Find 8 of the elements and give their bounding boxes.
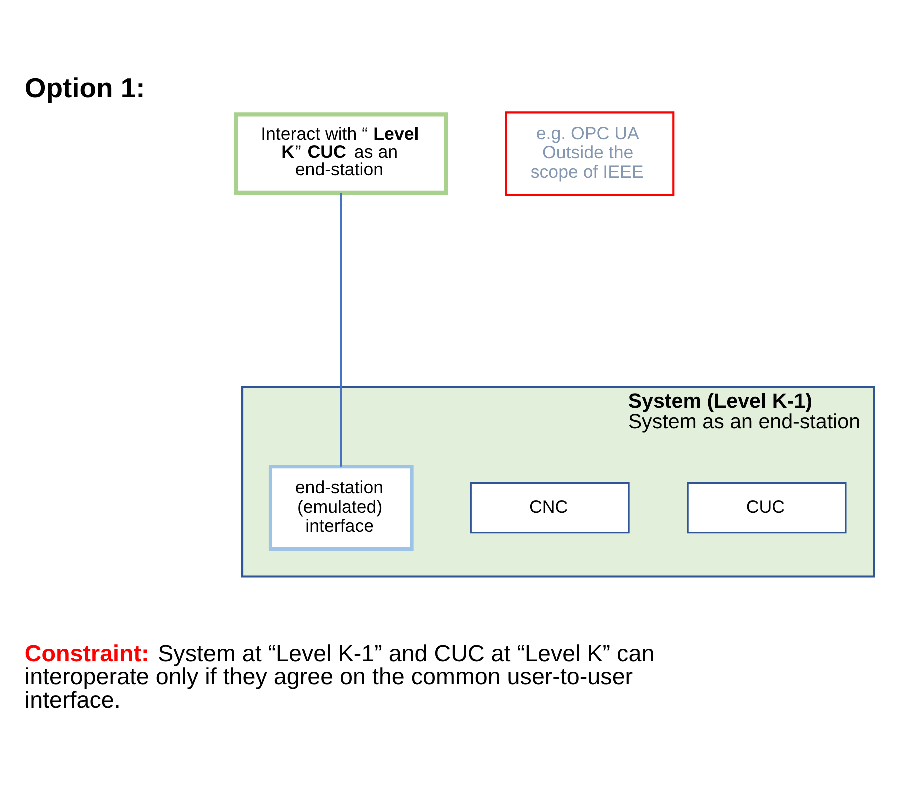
node-box: CUC (687, 482, 847, 534)
node-box: end-station (emulated) interface (268, 465, 414, 551)
node-box: Interact with “Level K” CUC as an end-station (234, 112, 448, 196)
diagram-title: Option 1: (24, 72, 146, 104)
label: Constraint: System at “Level K-1” and CUC at “Level K” can interoperate only if they agree on the common user-to-user interface. (24, 640, 655, 713)
node-box: e.g. OPC UA Outside the scope of IEEE (505, 112, 675, 196)
node-box: CNC (470, 482, 630, 534)
connector (340, 194, 342, 467)
